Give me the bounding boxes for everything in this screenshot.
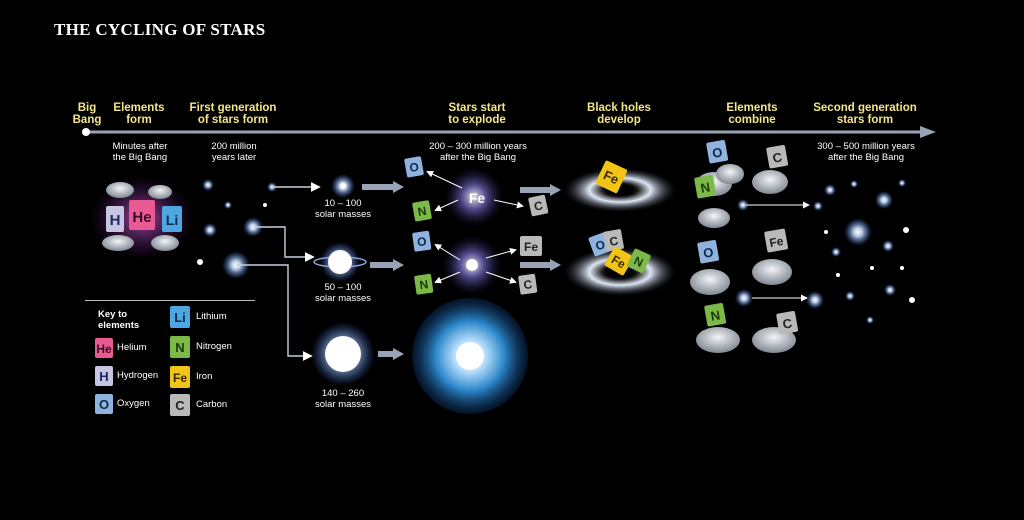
svg-text:Fe: Fe bbox=[609, 252, 628, 271]
time-300-500-million: 300 – 500 million years after the Big Ba… bbox=[817, 141, 915, 163]
branch-arrows bbox=[236, 182, 321, 361]
stage-label-elements-combine: Elements combine bbox=[726, 102, 778, 126]
key-label-iron: Iron bbox=[196, 371, 213, 382]
elements-cluster: H He Li bbox=[90, 176, 194, 260]
stage-label-big-bang: Big Bang bbox=[72, 102, 102, 126]
supernova-2 bbox=[434, 235, 517, 295]
mass-label-large: 140 – 260 solar masses bbox=[315, 388, 371, 410]
second-gen-starfield bbox=[806, 179, 915, 324]
key-label-hydrogen: Hydrogen bbox=[117, 370, 159, 381]
svg-text:C: C bbox=[175, 398, 185, 413]
diagram-title: THE CYCLING OF STARS bbox=[54, 20, 266, 39]
svg-text:Fe: Fe bbox=[601, 167, 621, 187]
elements-combine-bottom: O Fe N C bbox=[690, 228, 808, 353]
key-label-nitrogen: Nitrogen bbox=[196, 341, 232, 352]
time-200-300-million: 200 – 300 million years after the Big Ba… bbox=[429, 141, 527, 163]
star-small bbox=[331, 174, 355, 198]
elements-combine-top: O C N bbox=[694, 140, 810, 228]
svg-text:Fe: Fe bbox=[524, 240, 538, 254]
svg-text:N: N bbox=[699, 179, 711, 195]
stage-label-black-holes: Black holes develop bbox=[587, 102, 651, 126]
key-label-lithium: Lithium bbox=[196, 311, 227, 322]
svg-text:O: O bbox=[408, 160, 420, 175]
svg-text:Fe: Fe bbox=[173, 371, 187, 385]
key-label-carbon: Carbon bbox=[196, 399, 228, 410]
star-large bbox=[311, 322, 375, 386]
star-medium bbox=[313, 242, 367, 282]
time-minutes-after: Minutes after the Big Bang bbox=[112, 141, 168, 163]
svg-text:N: N bbox=[709, 307, 721, 323]
svg-text:He: He bbox=[96, 342, 112, 356]
first-gen-starfield bbox=[197, 179, 277, 279]
svg-text:O: O bbox=[593, 237, 607, 253]
stage-arrows bbox=[362, 181, 561, 360]
black-hole-2: O C Fe N bbox=[564, 229, 676, 296]
svg-text:Li: Li bbox=[174, 310, 186, 325]
svg-text:Fe: Fe bbox=[768, 234, 785, 250]
svg-text:C: C bbox=[781, 315, 793, 332]
svg-text:H: H bbox=[110, 212, 121, 229]
supernova-element-tiles: O N C O N Fe C bbox=[404, 156, 549, 295]
key-title: Key to elements bbox=[98, 309, 140, 331]
key-label-oxygen: Oxygen bbox=[117, 398, 150, 409]
svg-text:N: N bbox=[419, 277, 430, 292]
timeline-axis bbox=[82, 126, 936, 138]
svg-text:O: O bbox=[416, 234, 427, 249]
svg-text:C: C bbox=[771, 149, 783, 166]
mass-label-medium: 50 – 100 solar masses bbox=[315, 282, 371, 304]
stage-label-second-generation: Second generation stars form bbox=[813, 102, 917, 126]
key-label-helium: Helium bbox=[117, 342, 147, 353]
stage-label-stars-explode: Stars start to explode bbox=[448, 102, 506, 126]
stage-label-elements-form: Elements form bbox=[113, 102, 165, 126]
svg-text:O: O bbox=[702, 244, 715, 261]
time-200-million: 200 million years later bbox=[211, 141, 257, 163]
svg-text:N: N bbox=[417, 204, 428, 219]
svg-text:C: C bbox=[523, 277, 534, 292]
key-divider bbox=[85, 300, 255, 301]
svg-text:H: H bbox=[99, 369, 108, 384]
svg-text:C: C bbox=[608, 234, 619, 249]
svg-text:N: N bbox=[175, 340, 184, 355]
stage-label-first-generation: First generation of stars form bbox=[189, 102, 277, 126]
svg-text:O: O bbox=[99, 397, 109, 412]
svg-text:Fe: Fe bbox=[469, 190, 486, 206]
svg-text:He: He bbox=[132, 209, 151, 226]
supernova-1: Fe bbox=[426, 167, 524, 227]
svg-text:C: C bbox=[533, 198, 545, 214]
supernova-large bbox=[412, 298, 528, 414]
svg-text:Li: Li bbox=[166, 212, 178, 228]
svg-text:O: O bbox=[711, 144, 724, 161]
black-hole-1: Fe bbox=[564, 160, 676, 212]
key-tiles: He H O Li N Fe C bbox=[95, 306, 190, 416]
mass-label-small: 10 – 100 solar masses bbox=[315, 198, 371, 220]
